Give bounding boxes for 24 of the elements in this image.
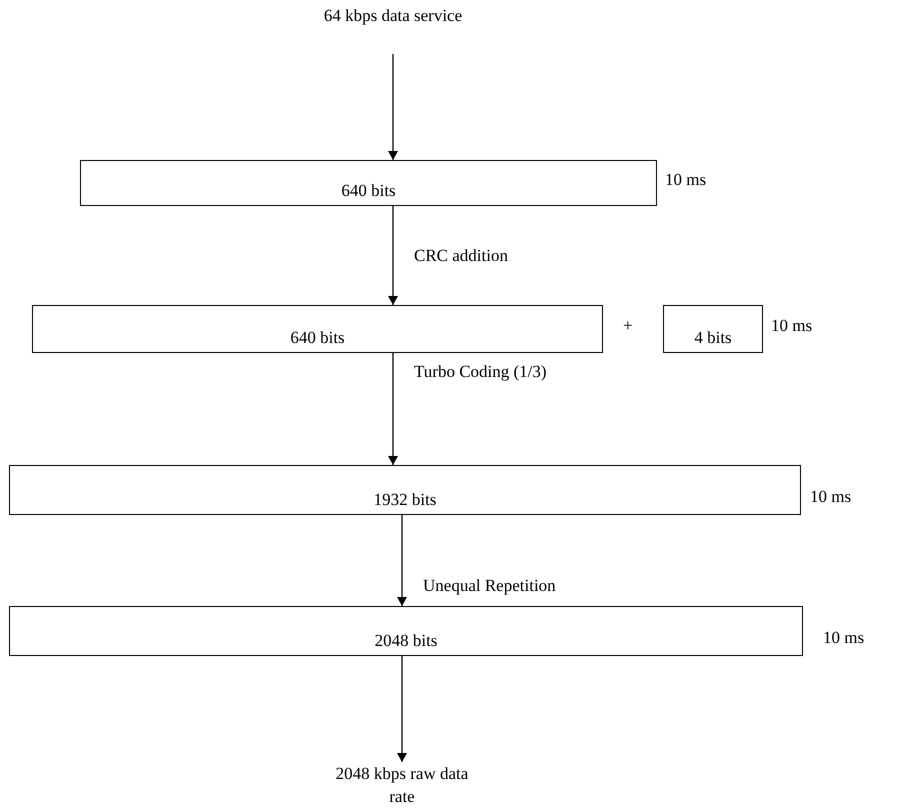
- bit-block: [9, 465, 801, 515]
- bit-count: 2048 bits: [374, 631, 438, 651]
- arrow: [397, 656, 407, 762]
- edge-label: Unequal Repetition: [422, 576, 557, 596]
- bit-count: 4 bits: [693, 328, 733, 348]
- bit-block: [80, 160, 657, 206]
- arrow: [397, 515, 407, 606]
- duration-label: 10 ms: [823, 628, 864, 648]
- rate-label: 64 kbps data service: [322, 5, 464, 27]
- duration-label: 10 ms: [771, 316, 812, 336]
- bit-count: 640 bits: [289, 328, 346, 348]
- bit-count: 640 bits: [340, 181, 397, 201]
- arrow: [388, 206, 398, 305]
- bit-block: [32, 305, 603, 353]
- bit-count: 1932 bits: [372, 490, 438, 510]
- plus-sign: +: [623, 316, 633, 336]
- duration-label: 10 ms: [810, 487, 852, 507]
- rate-label: 2048 kbps raw data rate: [334, 763, 470, 808]
- bit-block: [663, 305, 763, 353]
- duration-label: 10 ms: [665, 170, 706, 190]
- edge-label: Turbo Coding (1/3): [413, 362, 548, 382]
- arrow: [388, 54, 398, 160]
- arrow: [388, 353, 398, 465]
- bit-block: [9, 606, 803, 656]
